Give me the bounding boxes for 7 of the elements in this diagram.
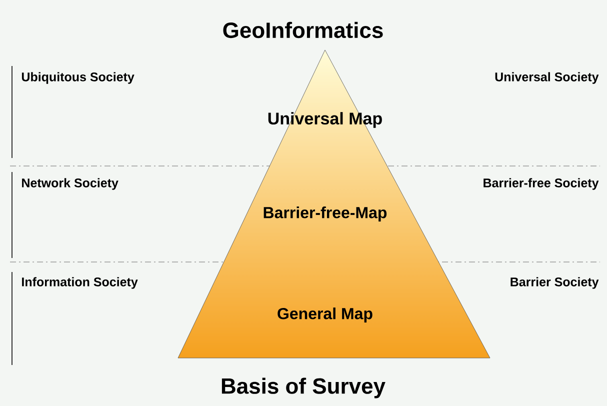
- title: GeoInformatics: [223, 22, 383, 38]
- society-label: Network Society: [22, 178, 118, 190]
- caption: Basis of Survey: [222, 378, 386, 398]
- society-label: Information Society: [22, 277, 138, 289]
- society-label: Ubiquitous Society: [22, 72, 134, 84]
- society-label: Barrier-free Society: [484, 178, 599, 190]
- society-label: Barrier Society: [510, 277, 599, 289]
